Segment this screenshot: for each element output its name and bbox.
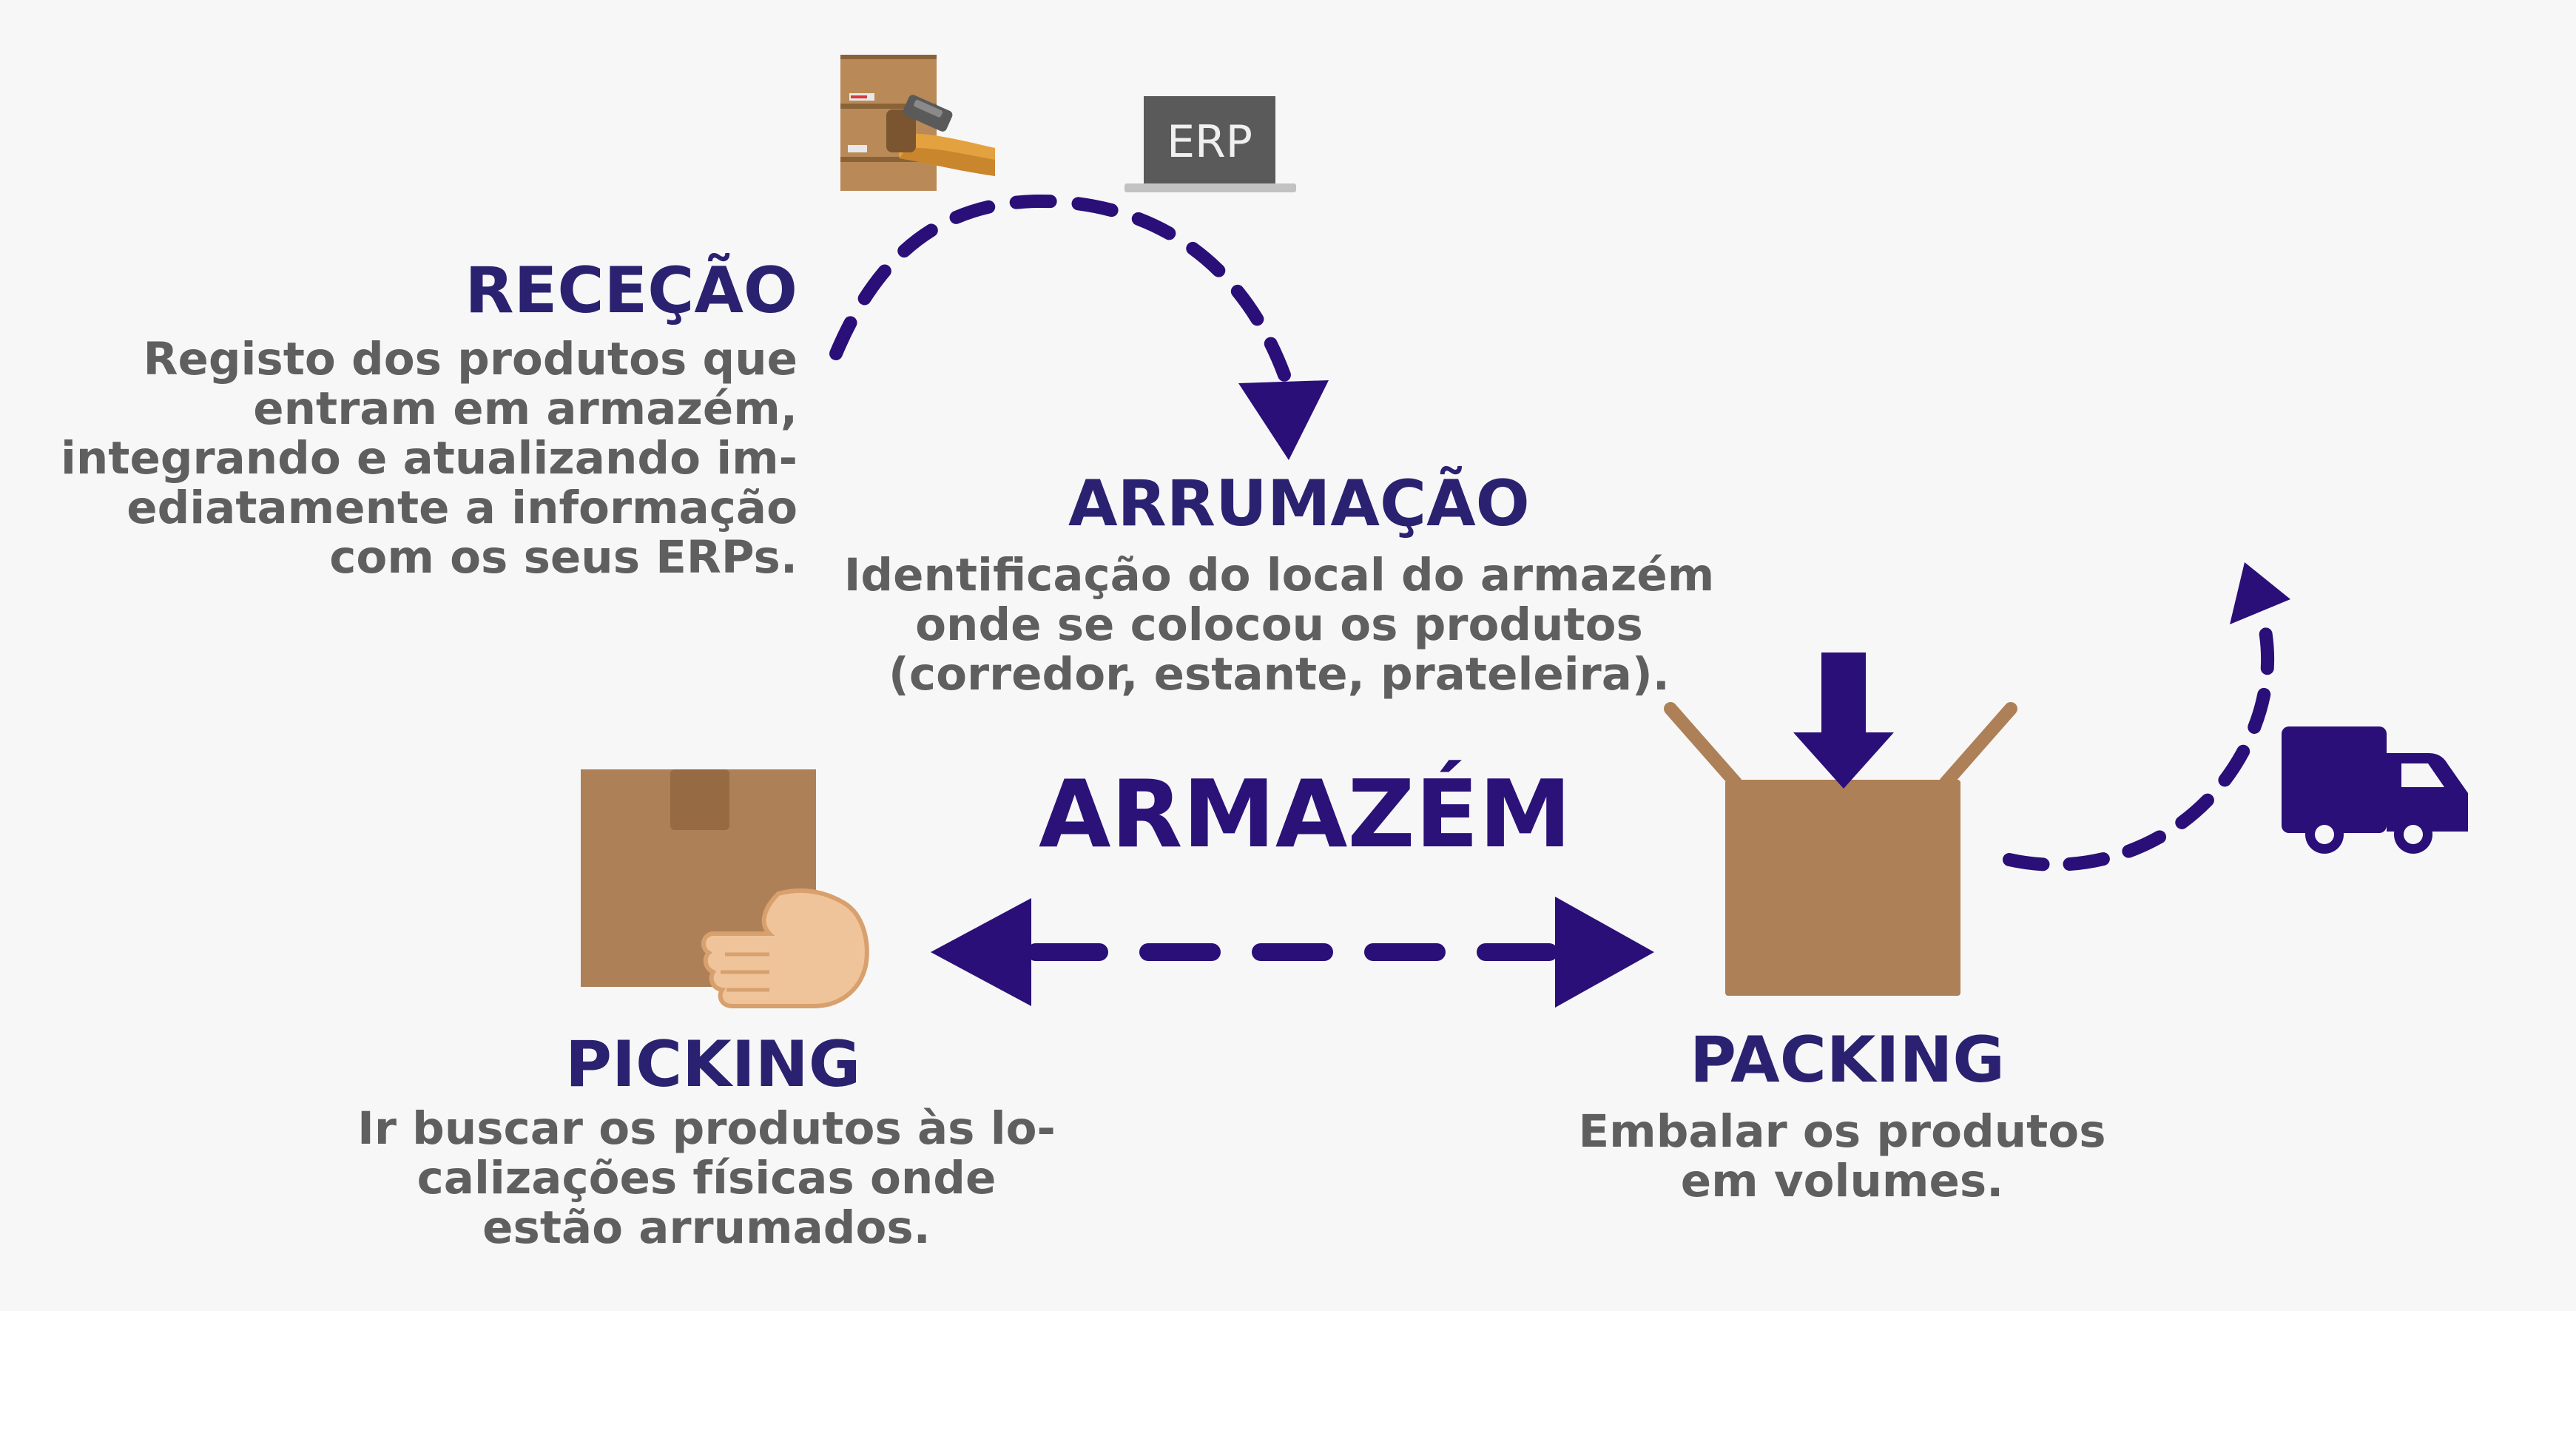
packing-description: Embalar os produtos em volumes. <box>1578 1105 2106 1207</box>
erp-label: ERP <box>1167 116 1252 168</box>
center-label-armazem: ARMAZÉM <box>1039 760 1572 869</box>
diagram-background <box>0 0 2576 1311</box>
open-box-icon <box>1664 652 2017 996</box>
packing-title: PACKING <box>1690 1023 2006 1097</box>
reception-to-putaway-arrow <box>829 194 1329 460</box>
picking-title: PICKING <box>565 1028 861 1102</box>
erp-laptop-icon: ERP <box>1125 96 1296 192</box>
delivery-truck-icon <box>2282 726 2468 854</box>
box-hand-icon <box>581 769 869 1008</box>
rececao-title: RECEÇÃO <box>465 254 798 328</box>
picking-description: Ir buscar os produtos às lo- calizações … <box>357 1102 1056 1254</box>
diagram-graphics: ERP <box>581 55 2468 1008</box>
shelves-scanner-icon <box>840 55 995 191</box>
arrumacao-description: Identificação do local do armazém onde s… <box>843 549 1715 701</box>
rececao-description: Registo dos produtos que entram em armaz… <box>60 333 798 584</box>
packing-to-delivery-arrow <box>2003 562 2290 871</box>
picking-packing-double-arrow <box>931 897 1654 1008</box>
arrumacao-title: ARRUMAÇÃO <box>1068 467 1530 541</box>
